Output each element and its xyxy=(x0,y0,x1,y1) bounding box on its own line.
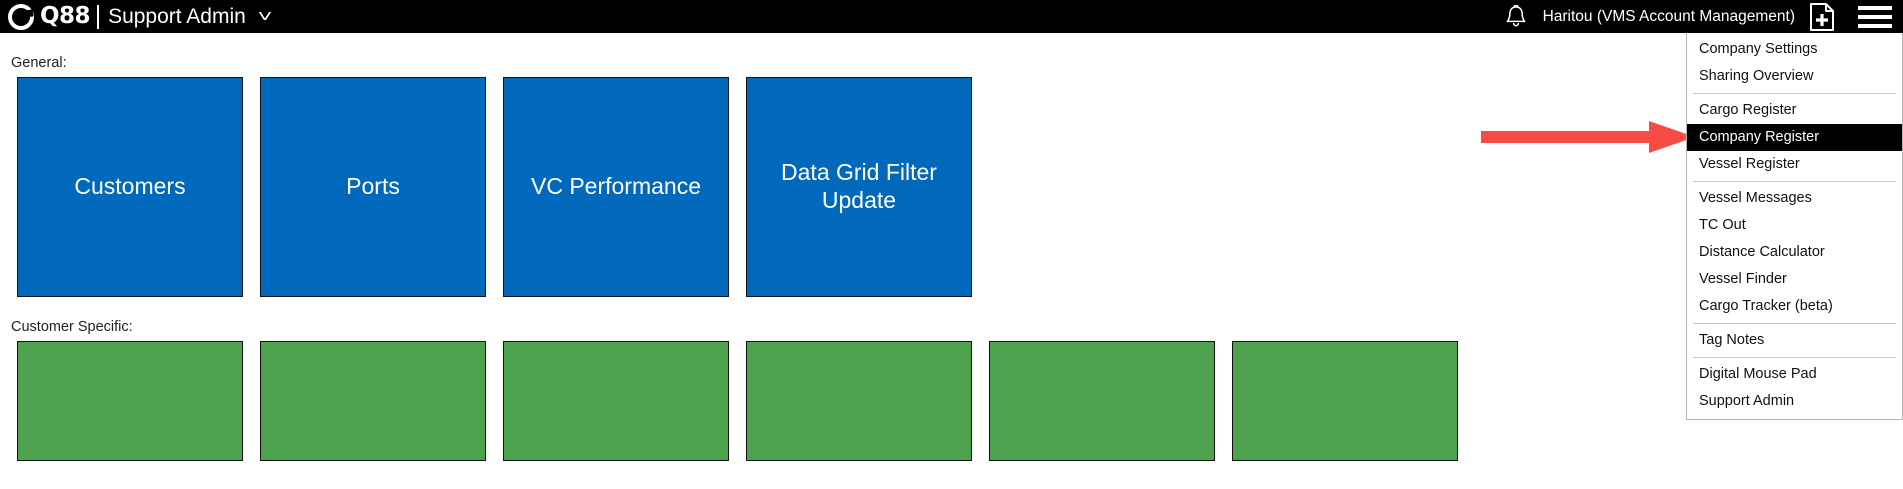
hamburger-bar xyxy=(1858,5,1892,10)
user-account-label[interactable]: Haritou (VMS Account Management) xyxy=(1542,7,1795,25)
menu-item-distance-calculator[interactable]: Distance Calculator xyxy=(1699,244,1825,260)
menu-item-sharing-overview[interactable]: Sharing Overview xyxy=(1699,68,1814,84)
menu-item-vessel-messages[interactable]: Vessel Messages xyxy=(1699,190,1812,206)
menu-item-digital-mouse-pad[interactable]: Digital Mouse Pad xyxy=(1699,366,1817,382)
menu-item-company-settings[interactable]: Company Settings xyxy=(1699,41,1818,57)
app-title: Support Admin xyxy=(108,5,246,28)
tile-data-grid-filter-update[interactable]: Data Grid Filter Update xyxy=(746,77,972,297)
menu-item-cargo-tracker-beta[interactable]: Cargo Tracker (beta) xyxy=(1699,298,1833,314)
new-document-plus-icon[interactable] xyxy=(1809,2,1835,31)
tile-item-6[interactable] xyxy=(1232,341,1458,461)
section-label-customer-specific: Customer Specific: xyxy=(11,319,133,335)
section-label-general: General: xyxy=(11,55,67,71)
hamburger-bar xyxy=(1858,23,1892,28)
notification-bell-icon[interactable] xyxy=(1505,4,1527,29)
tile-item-4[interactable] xyxy=(746,341,972,461)
customer-specific-tile-row xyxy=(0,341,1903,461)
q88-wordmark: Q88 xyxy=(40,3,91,29)
menu-separator xyxy=(1693,323,1896,324)
tile-item-2[interactable] xyxy=(260,341,486,461)
menu-item-vessel-register[interactable]: Vessel Register xyxy=(1699,156,1800,172)
menu-item-cargo-register[interactable]: Cargo Register xyxy=(1699,102,1797,118)
tile-customers[interactable]: Customers xyxy=(17,77,243,297)
menu-item-vessel-finder[interactable]: Vessel Finder xyxy=(1699,271,1787,287)
brand-divider xyxy=(97,4,100,29)
tile-item-3[interactable] xyxy=(503,341,729,461)
menu-separator xyxy=(1693,357,1896,358)
tile-vc-performance[interactable]: VC Performance xyxy=(503,77,729,297)
menu-item-company-register[interactable]: Company Register xyxy=(1687,124,1902,151)
menu-separator xyxy=(1693,93,1896,94)
top-bar: Q88 Support Admin ˅ Haritou (VMS Account… xyxy=(0,0,1903,33)
menu-separator xyxy=(1693,181,1896,182)
brand-area[interactable]: Q88 Support Admin ˅ xyxy=(0,0,273,33)
hamburger-bar xyxy=(1858,14,1892,19)
tile-item-5[interactable] xyxy=(989,341,1215,461)
hamburger-menu-icon[interactable] xyxy=(1847,0,1903,33)
menu-item-tag-notes[interactable]: Tag Notes xyxy=(1699,332,1765,348)
tile-ports[interactable]: Ports xyxy=(260,77,486,297)
q88-ring-logo-icon xyxy=(8,3,34,30)
tile-item-1[interactable] xyxy=(17,341,243,461)
menu-item-support-admin[interactable]: Support Admin xyxy=(1699,393,1795,409)
menu-item-tc-out[interactable]: TC Out xyxy=(1699,217,1746,233)
chevron-down-icon[interactable]: ˅ xyxy=(257,7,273,26)
